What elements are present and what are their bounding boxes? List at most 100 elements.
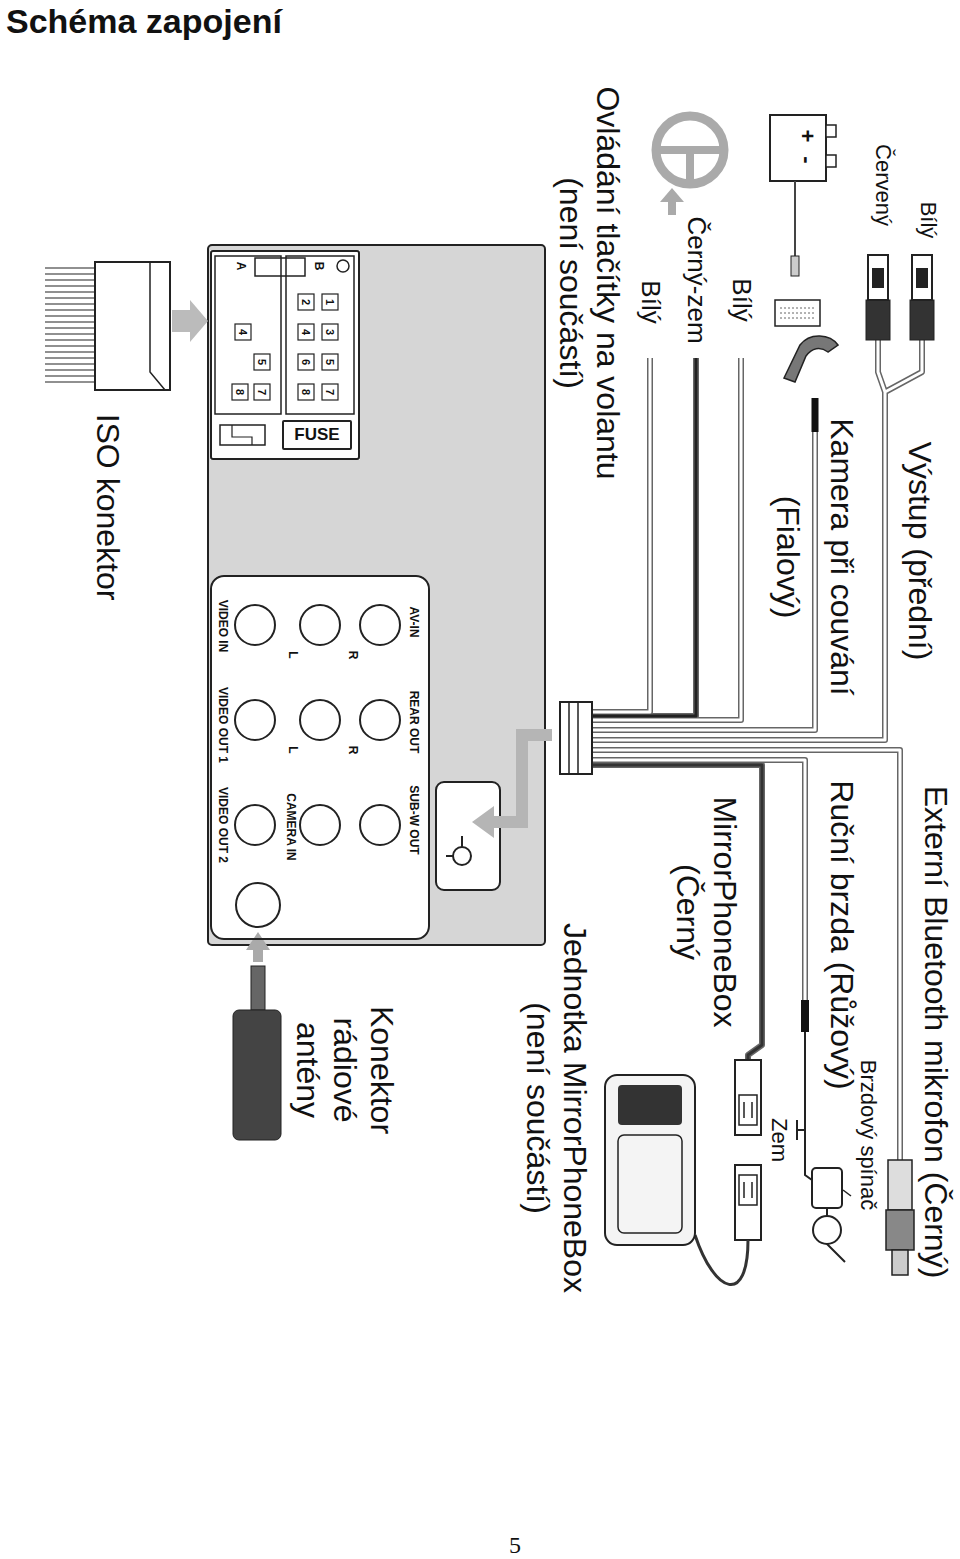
connector-label: 8 <box>234 389 247 395</box>
antenna-arrow-shaft <box>253 950 263 962</box>
connector-label: 5 <box>324 359 337 365</box>
mic-jack-grip <box>886 1210 914 1250</box>
iso-arrow-shaft <box>172 310 190 332</box>
pin-box <box>298 384 314 400</box>
rca-jack <box>300 805 340 845</box>
mic-jack-tip <box>892 1250 908 1275</box>
part-label: Jednotka MirrorPhoneBox (není součástí) <box>519 893 593 1323</box>
page-title: Schéma zapojení <box>6 2 282 41</box>
wire-color-label: Bílý <box>726 278 756 321</box>
pin-box <box>322 324 338 340</box>
mirrorphonebox-plug <box>735 1060 761 1135</box>
iso-b-block <box>286 256 354 414</box>
iso-key-slot <box>255 258 305 276</box>
pin-box <box>298 354 314 370</box>
connector-label: REAR OUT <box>406 691 420 754</box>
connector-label: 3 <box>324 329 337 335</box>
connector-label: 1 <box>324 299 337 305</box>
brake-switch-lever <box>827 1208 845 1262</box>
rca-jack <box>360 805 400 845</box>
iso-fuse-slot-step <box>232 425 252 445</box>
connector-label: R <box>345 651 359 660</box>
rca-plug-white-band <box>916 268 928 288</box>
harness-socket-icon <box>453 847 471 865</box>
iso-fuse-slot <box>220 425 265 445</box>
rca-plug-white-head <box>912 255 932 300</box>
mirrorphonebox-plug-band <box>739 1175 757 1205</box>
rca-plug-red-band <box>872 268 884 288</box>
pin-box <box>322 384 338 400</box>
connector-label: A <box>233 262 247 271</box>
strip-connector <box>775 300 820 326</box>
part-label: Kamera při couvání (Fialový) <box>761 397 869 717</box>
part-label: Brzdový spínač <box>855 1060 880 1210</box>
connector-label: L <box>285 651 299 658</box>
part-label: Externí Bluetooth mikrofon (Černý) <box>918 786 955 1279</box>
mirrorphonebox-unit <box>605 1075 695 1245</box>
wire-color-label: Červený <box>870 144 895 226</box>
rca-jacks <box>235 605 400 927</box>
connector-label: 4 <box>300 329 313 335</box>
mic-jack <box>888 1160 912 1210</box>
pin-box <box>254 384 270 400</box>
part-label: ISO konektor <box>90 414 127 601</box>
antenna-arrow-head <box>246 932 270 950</box>
iso-socket: BA123456784578FUSE <box>210 250 360 460</box>
brake-lead <box>805 1032 812 1180</box>
pin-box <box>235 324 251 340</box>
connector-label: VIDEO IN <box>215 600 229 653</box>
connector-label: 2 <box>300 299 313 305</box>
power-box-lead-tip <box>791 256 799 276</box>
wire-cores <box>592 338 922 1160</box>
pin-box <box>254 354 270 370</box>
iso-plug-latch <box>150 262 165 390</box>
harness-plug <box>560 702 592 774</box>
mirrorphonebox-unit-face <box>618 1085 682 1125</box>
plug-arrow-symbol <box>744 1102 752 1118</box>
connector-label: R <box>345 746 359 755</box>
plug-arrow-symbol <box>744 1182 752 1198</box>
polarity-sign: - <box>794 156 819 163</box>
pin-box <box>322 294 338 310</box>
rca-jack <box>235 805 275 845</box>
mirrorphonebox-unit-body <box>618 1135 682 1233</box>
rca-jack <box>235 605 275 645</box>
part-label: Výstup (přední) <box>902 442 939 661</box>
brake-switch <box>812 1168 842 1208</box>
power-box-lead <box>794 181 796 258</box>
wire-core <box>592 338 922 740</box>
power-box-tab <box>826 125 836 137</box>
harness-arrow <box>494 735 552 822</box>
connector-label: AV-IN <box>406 606 420 637</box>
rca-panel: AV-INRLVIDEO INREAR OUTRLVIDEO OUT 1SUB-… <box>210 575 430 940</box>
rca-plug-white <box>910 300 934 340</box>
rca-jack <box>360 605 400 645</box>
iso-socket-fill <box>210 250 360 460</box>
iso-plug <box>95 262 170 390</box>
strip-connector-pins <box>780 308 815 318</box>
wire-core <box>592 750 900 1160</box>
page-number: 5 <box>509 1532 521 1559</box>
ground-symbol <box>797 1120 805 1140</box>
polarity-sign: + <box>794 130 819 143</box>
part-label: Ovládání tlačítky na volantu (není součá… <box>552 68 626 498</box>
mirrorphonebox-cable <box>695 1235 748 1285</box>
antenna-jack <box>236 883 280 927</box>
rca-panel-fill <box>210 575 430 940</box>
mirrorphonebox-plug <box>735 1165 761 1240</box>
head-unit-housing <box>208 245 545 945</box>
rca-plug-red <box>866 300 890 340</box>
wire-color-label: Černý-zem <box>681 216 711 343</box>
steering-arrow-head <box>660 188 684 202</box>
connector-label: 7 <box>324 389 337 395</box>
brake-wire-tip <box>801 1000 809 1032</box>
pin-box <box>298 324 314 340</box>
part-label: MirrorPhoneBox (Černý <box>669 762 743 1062</box>
connector-label: 7 <box>256 389 269 395</box>
steering-arrow-shaft <box>668 200 676 215</box>
rca-jack <box>235 700 275 740</box>
connector-label: SUB-W OUT <box>406 785 420 854</box>
rca-jack <box>300 605 340 645</box>
rca-plug-red-head <box>868 255 888 300</box>
